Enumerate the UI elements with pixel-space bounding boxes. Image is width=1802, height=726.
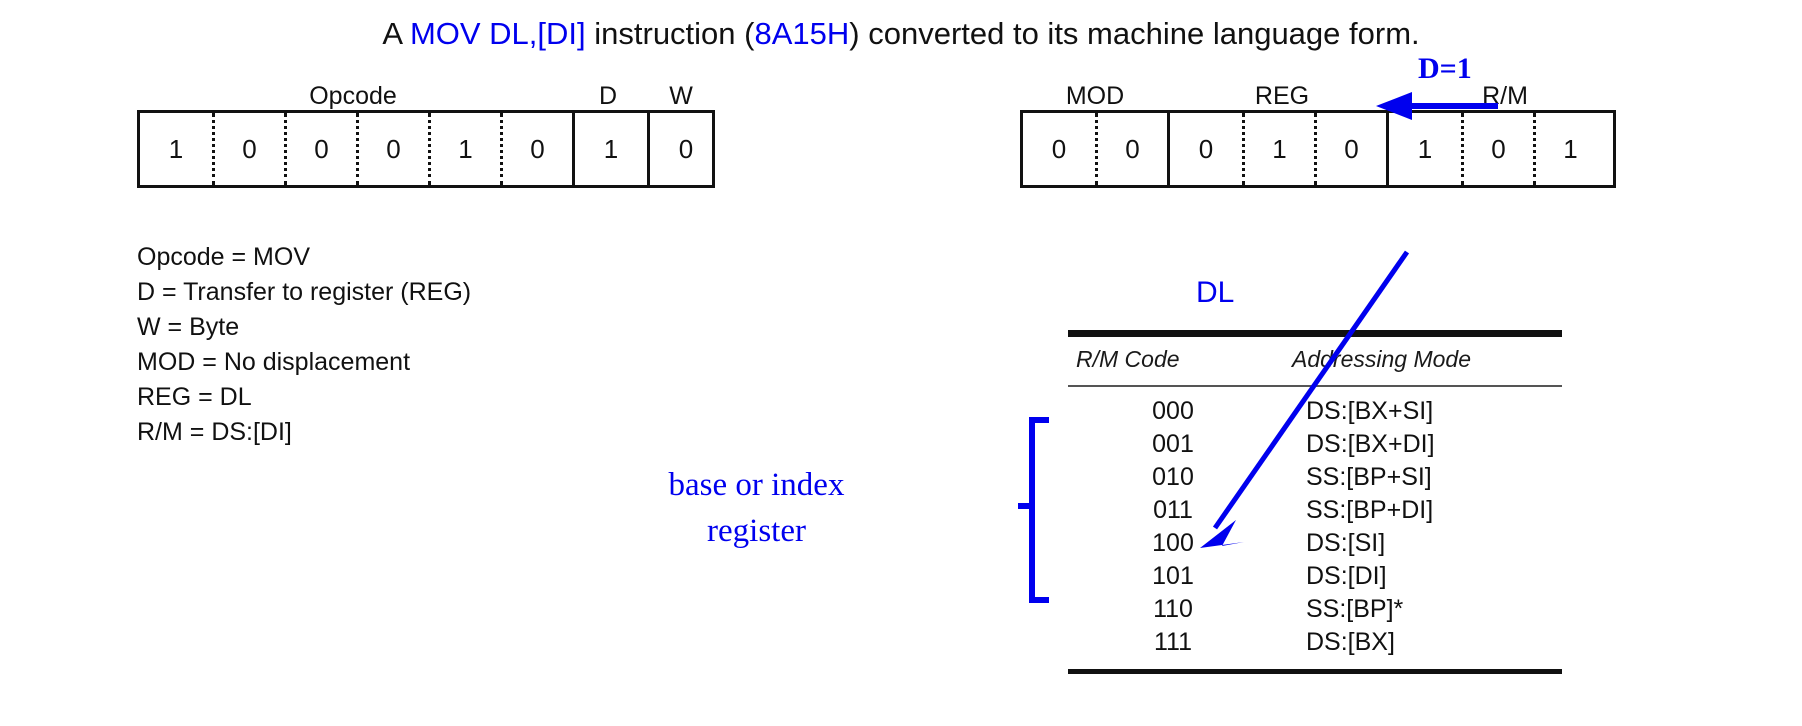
cell-addressing-mode: DS:[BX] [1306,628,1395,656]
mod-segment: 0 0 [1023,113,1167,185]
legend-item-opcode: Opcode = MOV [137,243,310,271]
annotation-base-or-index-register: base or index register [668,467,845,549]
cell-rm-code: 011 [1153,496,1193,524]
field-decode-legend: Opcode = MOV D = Transfer to register (R… [137,240,471,450]
opcode-bit-5: 0 [500,113,572,185]
reg-bit-1: 1 [1242,113,1314,185]
legend-item-reg: REG = DL [137,383,252,411]
cell-rm-code: 100 [1152,529,1194,557]
cell-rm-code: 111 [1153,628,1192,656]
table-header-row: R/M Code Addressing Mode [1068,337,1562,382]
reg-bit-2: 0 [1314,113,1386,185]
modrm-byte-diagram: MOD REG R/M 0 0 0 1 0 1 0 1 [1020,82,1616,188]
table-row: 101 DS:[DI] [1068,560,1562,593]
cell-addressing-mode: SS:[BP+DI] [1306,496,1434,524]
column-header-rm-code: R/M Code [1076,346,1180,372]
cell-addressing-mode: DS:[BX+SI] [1306,397,1434,425]
table-body: 000 DS:[BX+SI] 001 DS:[BX+DI] 010 SS:[BP… [1068,387,1562,665]
opcode-byte-diagram: Opcode D W 1 0 0 0 1 0 1 0 [137,82,715,188]
rm-segment: 1 0 1 [1386,113,1605,185]
annotation-d-equals-1: D=1 [1418,52,1472,85]
title-middle: instruction ( [585,16,755,51]
cell-rm-code: 010 [1152,463,1194,491]
mod-bit-1: 0 [1095,113,1167,185]
opcode-bit-3: 0 [356,113,428,185]
column-header-addressing-mode: Addressing Mode [1292,346,1471,372]
legend-item-w: W = Byte [137,313,240,341]
rm-bit-1: 0 [1461,113,1533,185]
cell-addressing-mode: DS:[BX+DI] [1306,430,1435,458]
cell-addressing-mode: DS:[SI] [1306,529,1386,557]
modrm-byte-labels: MOD REG R/M [1020,82,1616,110]
modrm-byte-bits: 0 0 0 1 0 1 0 1 [1020,110,1616,188]
reg-bit-0: 0 [1198,133,1214,164]
table-top-rule [1068,330,1562,337]
page-title: A MOV DL,[DI] instruction (8A15H) conver… [0,14,1802,54]
opcode-field-label: Opcode [309,82,397,110]
opcode-segment: 1 0 0 0 1 0 [140,113,572,185]
opcode-byte-labels: Opcode D W [137,82,715,110]
title-suffix: ) converted to its machine language form… [849,16,1420,51]
legend-item-d: D = Transfer to register (REG) [137,278,472,306]
opcode-bit-1: 0 [212,113,284,185]
cell-addressing-mode: SS:[BP+SI] [1306,463,1432,491]
legend-item-mod: MOD = No displacement [137,348,411,376]
cell-rm-code: 001 [1152,430,1194,458]
title-prefix: A [382,16,410,51]
table-bottom-rule [1068,669,1562,674]
cell-rm-code: 110 [1153,595,1193,623]
reg-field-label: REG [1254,82,1310,110]
table-row: 010 SS:[BP+SI] [1068,461,1562,494]
mod-field-label: MOD [1065,82,1125,110]
opcode-bit-0: 1 [168,133,184,164]
table-row: 111 DS:[BX] [1068,626,1562,659]
d-segment: 1 [572,113,647,185]
rm-bit-2: 1 [1533,113,1605,185]
w-segment: 0 [647,113,722,185]
cell-rm-code: 101 [1152,562,1194,590]
cell-addressing-mode: DS:[DI] [1306,562,1387,590]
w-field-label: W [669,82,693,110]
rm-bit-0: 1 [1417,133,1433,164]
table-row: 110 SS:[BP]* [1068,593,1562,626]
title-instruction: MOV DL,[DI] [409,16,586,51]
w-bit: 0 [678,133,694,164]
d-field-label: D [598,82,618,110]
base-or-index-bracket-icon [1018,417,1049,603]
table-row: 100 DS:[SI] [1068,527,1562,560]
table-row: 001 DS:[BX+DI] [1068,428,1562,461]
cell-rm-code: 000 [1152,397,1194,425]
reg-segment: 0 1 0 [1167,113,1386,185]
opcode-bit-2: 0 [284,113,356,185]
d-bit: 1 [603,133,619,164]
title-hex-code: 8A15H [754,16,850,51]
table-row: 011 SS:[BP+DI] [1068,494,1562,527]
opcode-byte-bits: 1 0 0 0 1 0 1 0 [137,110,715,188]
mod-bit-0: 0 [1051,133,1067,164]
legend-item-rm: R/M = DS:[DI] [137,418,292,446]
annotation-dl-register: DL [1196,276,1235,309]
table-row: 000 DS:[BX+SI] [1068,395,1562,428]
opcode-bit-4: 1 [428,113,500,185]
cell-addressing-mode: SS:[BP]* [1306,595,1404,623]
rm-code-table: R/M Code Addressing Mode 000 DS:[BX+SI] … [1068,330,1562,674]
rm-field-label: R/M [1482,82,1528,110]
